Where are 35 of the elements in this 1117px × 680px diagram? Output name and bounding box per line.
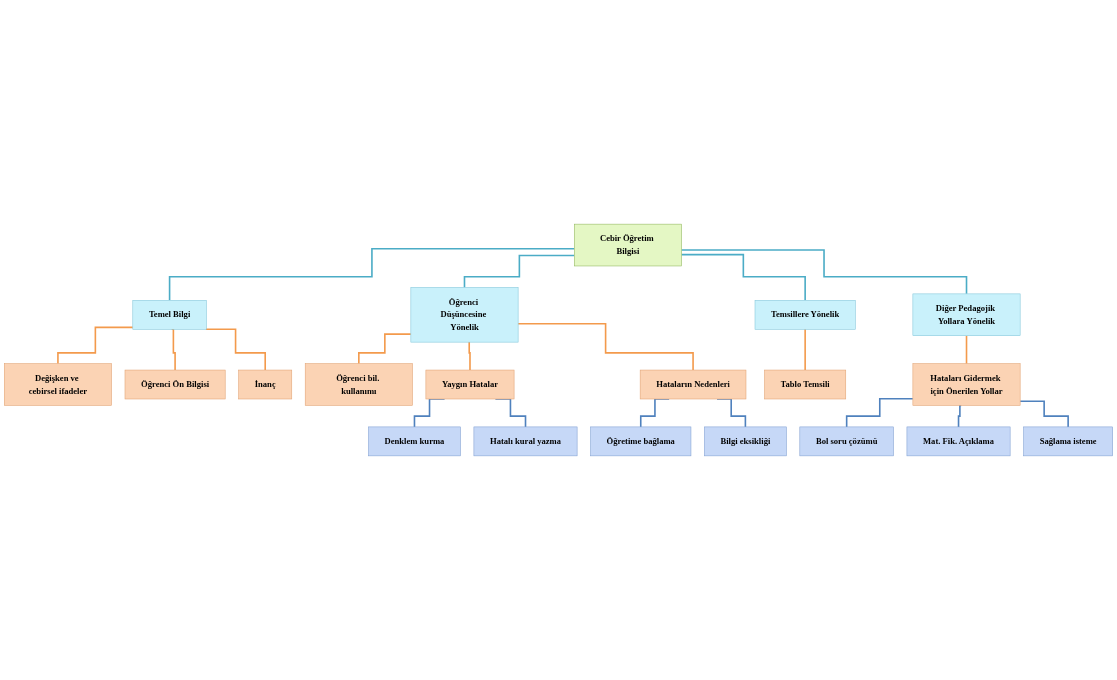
node-box: Hataları Gidermek için Önerilen Yollar — [912, 363, 1021, 406]
connector — [680, 249, 968, 295]
connector — [804, 328, 806, 371]
connector — [517, 322, 694, 371]
connector — [680, 253, 806, 302]
connector — [467, 341, 471, 371]
node-box: Denklem kurma — [368, 426, 461, 457]
node-box: Öğretime bağlama — [590, 426, 692, 457]
node-box: Hataların Nedenleri — [639, 369, 747, 400]
connector — [463, 254, 576, 289]
node-box: Temel Bilgi — [132, 300, 207, 330]
node-box: Öğrenci Düşüncesine Yönelik — [410, 287, 519, 343]
connector — [205, 328, 266, 371]
node-box: Bilgi eksikliği — [704, 426, 787, 457]
node-box: Tablo Temsili — [764, 369, 847, 400]
node-box: Cebir Öğretim Bilgisi — [574, 223, 682, 267]
node-box: Diğer Pedagojik Yollara Yönelik — [912, 293, 1021, 336]
node-box: Yaygın Hatalar — [425, 369, 515, 400]
node-box: Temsillere Yönelik — [754, 300, 856, 330]
node-box: Hatalı kural yazma — [473, 426, 578, 457]
node-box: Sağlama isteme — [1023, 426, 1113, 457]
node-box: Mat. Fik. Açıklama — [906, 426, 1011, 457]
connector — [957, 404, 963, 428]
connector — [57, 326, 134, 365]
connector — [1019, 400, 1069, 428]
connector — [845, 397, 914, 428]
node-box: İnanç — [238, 369, 293, 400]
node-box: Öğrenci Ön Bilgisi — [124, 369, 226, 400]
node-box: Öğrenci bil. kullanımı — [304, 363, 413, 406]
node-box: Bol soru çözümü — [799, 426, 894, 457]
node-box: Değişken ve cebirsel ifadeler — [4, 363, 112, 406]
connector — [965, 334, 968, 365]
connector — [358, 333, 412, 365]
connector — [168, 247, 576, 302]
connector — [170, 328, 176, 371]
